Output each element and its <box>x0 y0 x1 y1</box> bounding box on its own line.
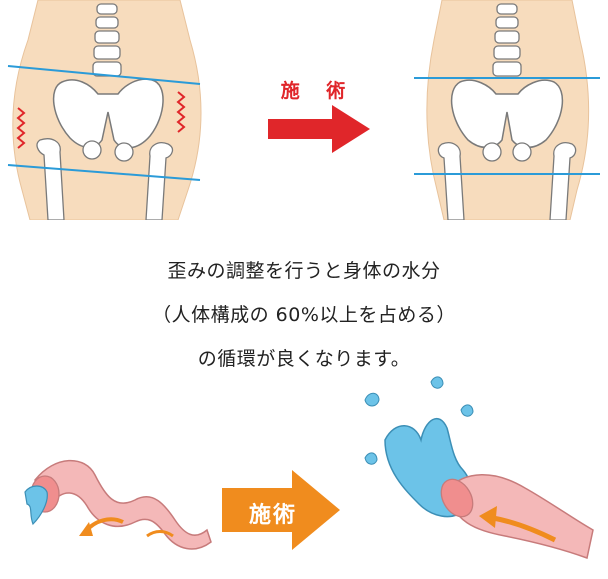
treatment-label-top: 施 術 <box>280 80 356 102</box>
red-arrow <box>268 105 370 153</box>
vessel <box>446 474 594 559</box>
flow-arrow-right <box>146 530 174 538</box>
straight-vessel-illustration <box>364 376 594 559</box>
water-drop <box>364 452 378 465</box>
caption-line-1: 歪みの調整を行うと身体の水分 <box>167 260 441 282</box>
tilted-line-top <box>7 65 201 85</box>
water-drop <box>364 392 380 407</box>
spine <box>492 3 522 77</box>
distortion-mark-right <box>176 91 186 133</box>
twisted-vessel-illustration <box>24 459 212 550</box>
distortion-mark-left <box>16 107 26 149</box>
water-drop <box>430 376 444 389</box>
orange-arrow <box>222 470 340 550</box>
caption-line-3: の循環が良くなります。 <box>197 348 411 370</box>
flow-arrow <box>492 515 557 543</box>
right-femur <box>145 142 174 220</box>
treatment-label-bottom: 施術 <box>248 503 297 528</box>
left-femur <box>36 138 65 220</box>
water-drop <box>460 404 474 417</box>
left-femur <box>437 142 465 220</box>
caption-line-2: （人体構成の 60%以上を占める） <box>152 304 456 326</box>
pelvis-before-illustration <box>7 0 202 220</box>
vessel <box>34 459 212 550</box>
water-drip <box>24 485 48 526</box>
pelvis <box>450 79 564 149</box>
pelvis-after-illustration <box>414 0 600 220</box>
spine <box>92 3 122 77</box>
right-femur <box>549 142 577 220</box>
tilted-line-bottom <box>7 164 201 181</box>
pelvis <box>52 78 164 149</box>
